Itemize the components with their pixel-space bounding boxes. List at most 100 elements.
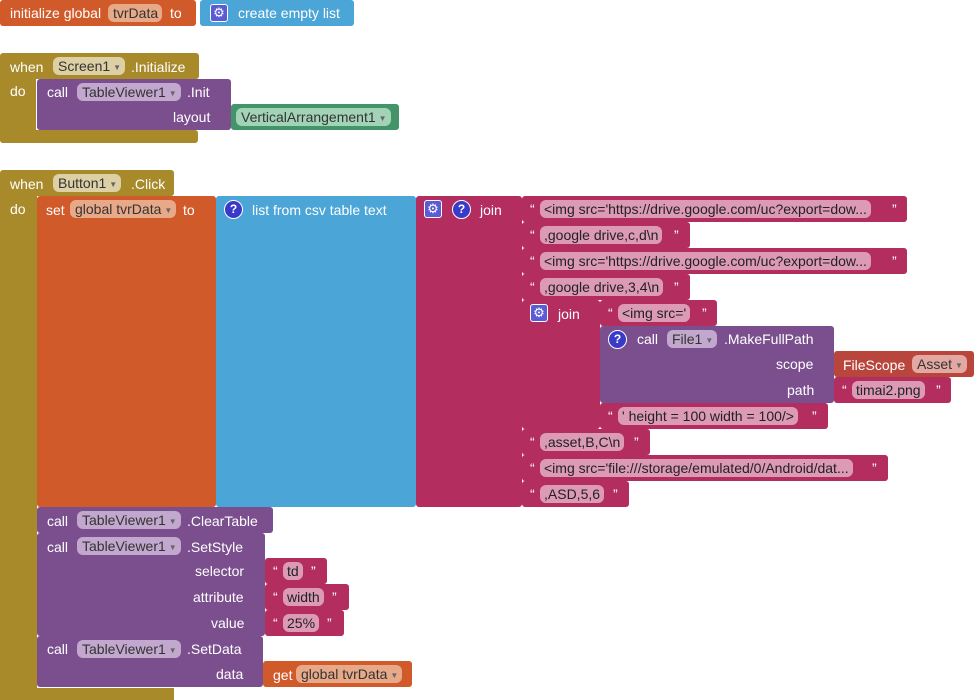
gear-icon[interactable]: ⚙: [530, 304, 548, 322]
quote-open: “: [530, 460, 535, 476]
event-name: .Initialize: [131, 59, 186, 75]
button-component-dropdown[interactable]: Button1▼: [53, 174, 122, 192]
quote-close: ”: [332, 589, 337, 605]
text-value[interactable]: <img src='file:///storage/emulated/0/And…: [540, 459, 853, 477]
quote-close: ”: [634, 434, 639, 450]
call-init-block[interactable]: call TableViewer1▼ .Init layout: [37, 79, 231, 130]
text-block[interactable]: “ ,ASD,5,6 ”: [522, 481, 629, 507]
quote-open: “: [273, 615, 278, 631]
text-value[interactable]: td: [283, 562, 303, 580]
do-label: do: [10, 83, 26, 99]
quote-open: “: [530, 227, 535, 243]
file-component-dropdown[interactable]: File1▼: [667, 330, 718, 348]
list-from-csv-block[interactable]: ? list from csv table text: [216, 196, 416, 507]
method-name: .MakeFullPath: [724, 331, 814, 347]
text-block[interactable]: “ <img src='file:///storage/emulated/0/A…: [522, 455, 888, 481]
quote-open: “: [530, 201, 535, 217]
button-click-footer: [0, 688, 174, 700]
text-block[interactable]: “ <img src='https://drive.google.com/uc?…: [522, 196, 907, 222]
text-value[interactable]: ,asset,B,C\n: [540, 433, 625, 451]
clear-table-block[interactable]: call TableViewer1▼ .ClearTable: [37, 507, 273, 533]
join-label: join: [480, 202, 502, 218]
text-block[interactable]: “ width ”: [265, 584, 349, 610]
scope-param-label: scope: [776, 356, 814, 372]
button-click-event-block[interactable]: when Button1▼ .Click: [0, 170, 174, 196]
method-name: .SetData: [187, 641, 242, 657]
text-value[interactable]: 25%: [283, 614, 320, 632]
quote-close: ”: [892, 253, 897, 269]
quote-open: “: [608, 305, 613, 321]
text-value[interactable]: ' height = 100 width = 100/>: [618, 407, 798, 425]
tableviewer-dropdown[interactable]: TableViewer1▼: [77, 640, 181, 658]
when-label: when: [10, 59, 44, 75]
call-label: call: [47, 513, 69, 529]
attribute-param-label: attribute: [193, 589, 244, 605]
quote-open: “: [273, 563, 278, 579]
screen-initialize-footer: [0, 130, 198, 143]
set-style-block[interactable]: call TableViewer1▼ .SetStyle selector at…: [37, 533, 265, 636]
initialize-global-block[interactable]: initialize global tvrData to: [0, 0, 196, 26]
quote-close: ”: [872, 460, 877, 476]
text-value[interactable]: <img src='https://drive.google.com/uc?ex…: [540, 252, 871, 270]
quote-open: “: [608, 408, 613, 424]
screen-component-dropdown[interactable]: Screen1▼: [53, 57, 126, 75]
tableviewer-dropdown[interactable]: TableViewer1▼: [77, 511, 181, 529]
text-block[interactable]: “ ,google drive,c,d\n ”: [522, 222, 690, 248]
text-block[interactable]: “ timai2.png ”: [834, 377, 951, 403]
gear-icon[interactable]: ⚙: [424, 200, 442, 218]
inner-join-block[interactable]: ⚙ join: [522, 300, 600, 429]
vertical-arrangement-block[interactable]: VerticalArrangement1▼: [231, 104, 399, 130]
text-block[interactable]: “ <img src=' ”: [600, 300, 717, 326]
global-var-name: tvrData: [113, 5, 159, 21]
screen-component-name: Screen1: [58, 58, 111, 74]
help-icon[interactable]: ?: [608, 330, 627, 349]
text-block[interactable]: “ 25% ”: [265, 610, 344, 636]
help-icon[interactable]: ?: [452, 200, 471, 219]
text-block[interactable]: “ ' height = 100 width = 100/> ”: [600, 403, 828, 429]
set-var-name: global tvrData: [75, 201, 162, 217]
gear-icon[interactable]: ⚙: [210, 4, 228, 22]
join-block[interactable]: ⚙ ? join: [416, 196, 522, 507]
create-empty-list-block[interactable]: ⚙ create empty list: [200, 0, 354, 26]
filescope-dropdown[interactable]: Asset▼: [912, 355, 967, 373]
text-value[interactable]: width: [283, 588, 324, 606]
quote-open: “: [273, 589, 278, 605]
vertical-arrangement-name: VerticalArrangement1: [241, 109, 376, 125]
chevron-down-icon: ▼: [113, 63, 122, 72]
vertical-arrangement-dropdown[interactable]: VerticalArrangement1▼: [236, 108, 391, 126]
text-value[interactable]: ,ASD,5,6: [540, 485, 605, 503]
chevron-down-icon: ▼: [168, 89, 177, 98]
get-global-block[interactable]: get global tvrData▼: [263, 661, 412, 687]
value-param-label: value: [211, 615, 245, 631]
csv-label: list from csv table text: [252, 202, 387, 218]
text-block[interactable]: “ td ”: [265, 558, 327, 584]
text-value[interactable]: ,google drive,3,4\n: [540, 278, 664, 296]
filescope-block[interactable]: FileScope Asset▼: [834, 351, 974, 377]
set-var-dropdown[interactable]: global tvrData▼: [70, 200, 177, 218]
chevron-down-icon: ▼: [378, 114, 387, 123]
quote-close: ”: [613, 486, 618, 502]
event-name: .Click: [131, 176, 166, 192]
tableviewer-name: TableViewer1: [82, 84, 166, 100]
text-value[interactable]: <img src=': [618, 304, 691, 322]
set-data-block[interactable]: call TableViewer1▼ .SetData data: [37, 636, 263, 687]
get-var-dropdown[interactable]: global tvrData▼: [296, 665, 403, 683]
data-param-label: data: [216, 666, 244, 682]
help-icon[interactable]: ?: [224, 200, 243, 219]
make-full-path-block[interactable]: ? call File1▼ .MakeFullPath scope path: [600, 326, 834, 403]
text-block[interactable]: “ ,asset,B,C\n ”: [522, 429, 650, 455]
set-global-block[interactable]: set global tvrData▼ to: [37, 196, 216, 507]
chevron-down-icon: ▼: [390, 671, 399, 680]
text-value[interactable]: ,google drive,c,d\n: [540, 226, 663, 244]
text-value[interactable]: timai2.png: [852, 381, 925, 399]
when-label: when: [10, 176, 44, 192]
path-param-label: path: [787, 382, 815, 398]
screen-initialize-event-block[interactable]: when Screen1▼ .Initialize: [0, 53, 199, 79]
global-var-name-field[interactable]: tvrData: [108, 4, 163, 22]
text-block[interactable]: “ <img src='https://drive.google.com/uc?…: [522, 248, 907, 274]
text-value[interactable]: <img src='https://drive.google.com/uc?ex…: [540, 200, 871, 218]
text-block[interactable]: “ ,google drive,3,4\n ”: [522, 274, 690, 300]
tableviewer-dropdown[interactable]: TableViewer1▼: [77, 537, 181, 555]
chevron-down-icon: ▼: [168, 646, 177, 655]
tableviewer-dropdown[interactable]: TableViewer1▼: [77, 83, 181, 101]
